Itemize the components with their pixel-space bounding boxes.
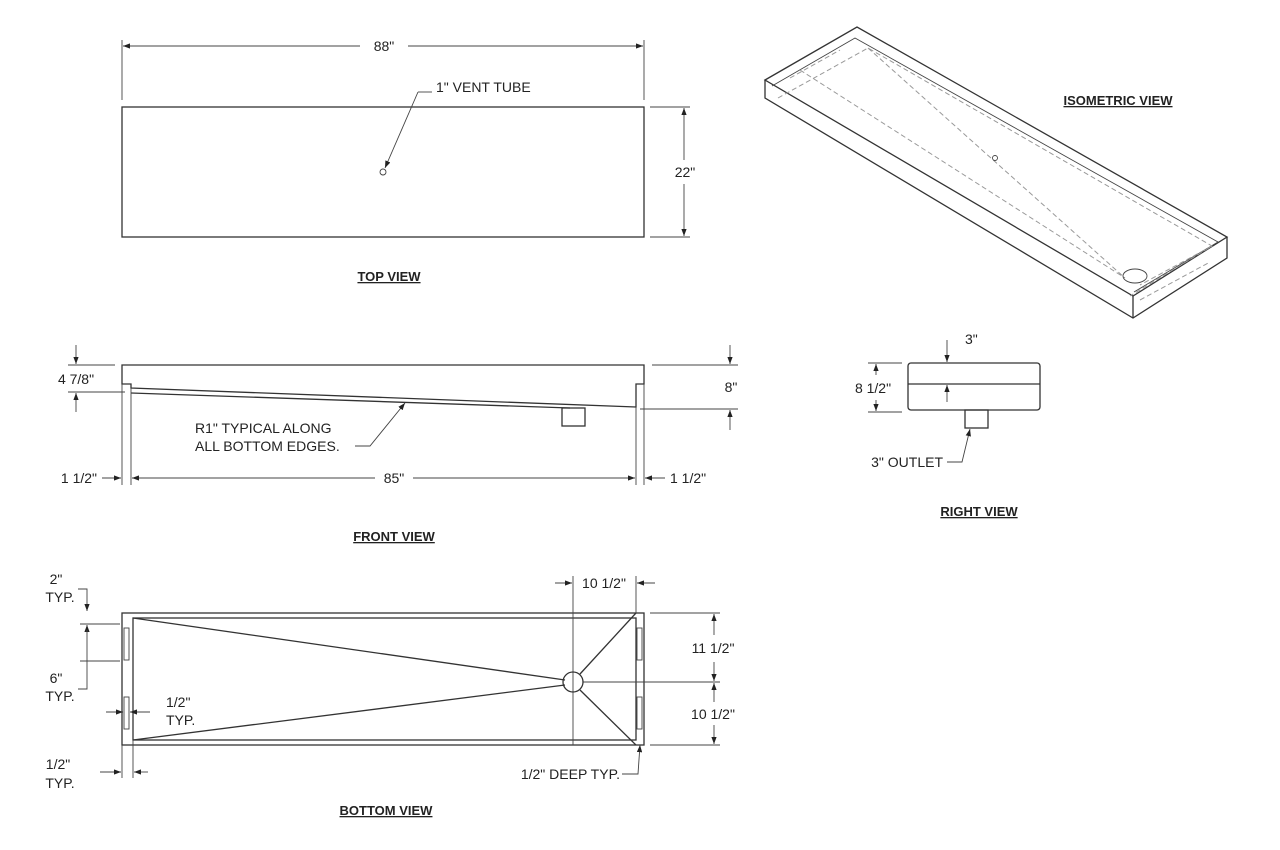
width-dimension: 88" xyxy=(374,38,395,54)
drain-outlet xyxy=(562,671,584,693)
vent-tube-hole xyxy=(379,168,387,176)
outlet-label: 3" OUTLET xyxy=(871,454,943,470)
radius-note-line2: ALL BOTTOM EDGES. xyxy=(195,438,340,454)
outlet-offset-dimension: 10 1/2" xyxy=(582,575,626,591)
bottom-view: 2" TYP. 6" TYP. 1/2" TYP. 1/2" TYP. 10 1… xyxy=(45,571,735,818)
right-outlet-stub xyxy=(964,409,989,429)
bottom-view-title: BOTTOM VIEW xyxy=(340,803,434,818)
upper-depth-dimension: 11 1/2" xyxy=(692,640,735,656)
right-wall-dimension: 1 1/2" xyxy=(670,470,706,486)
slot-length-dimension: 6" xyxy=(50,670,63,686)
deep-note: 1/2" DEEP TYP. xyxy=(521,766,620,782)
top-outline xyxy=(121,106,645,238)
top-view: 88" 1" VENT TUBE 22" TOP VIEW xyxy=(121,38,696,284)
radius-note-line1: R1" TYPICAL ALONG xyxy=(195,420,331,436)
left-height-dimension: 4 7/8" xyxy=(58,371,94,387)
slot-length-typ: TYP. xyxy=(45,688,74,704)
vent-tube-label: 1" VENT TUBE xyxy=(436,79,531,95)
right-height-dimension: 8 1/2" xyxy=(855,380,891,396)
slot-width-dimension: 1/2" xyxy=(166,694,190,710)
isometric-view: ISOMETRIC VIEW xyxy=(763,26,1229,319)
left-wall-dimension: 1 1/2" xyxy=(61,470,97,486)
front-view: 4 7/8" 8" 85" 1 1/2" 1 1/2" R1" TYPICAL … xyxy=(58,345,738,544)
depth-dimension: 22" xyxy=(675,164,696,180)
right-view-title: RIGHT VIEW xyxy=(940,504,1018,519)
edge-offset-typ: TYP. xyxy=(45,775,74,791)
isometric-view-title: ISOMETRIC VIEW xyxy=(1063,93,1173,108)
inner-length-dimension: 85" xyxy=(384,470,405,486)
slot-width-typ: TYP. xyxy=(166,712,195,728)
slot-spacing-dimension: 2" xyxy=(50,571,63,587)
slot-spacing-typ: TYP. xyxy=(45,589,74,605)
front-view-title: FRONT VIEW xyxy=(353,529,435,544)
lower-depth-dimension: 10 1/2" xyxy=(691,706,735,722)
edge-offset-dimension: 1/2" xyxy=(46,756,70,772)
right-view: 3" 8 1/2" 3" OUTLET RIGHT VIEW xyxy=(855,331,1041,519)
top-view-title: TOP VIEW xyxy=(357,269,421,284)
outlet-stub xyxy=(561,407,586,427)
right-height-dimension: 8" xyxy=(725,379,738,395)
right-top-dimension: 3" xyxy=(965,331,978,347)
